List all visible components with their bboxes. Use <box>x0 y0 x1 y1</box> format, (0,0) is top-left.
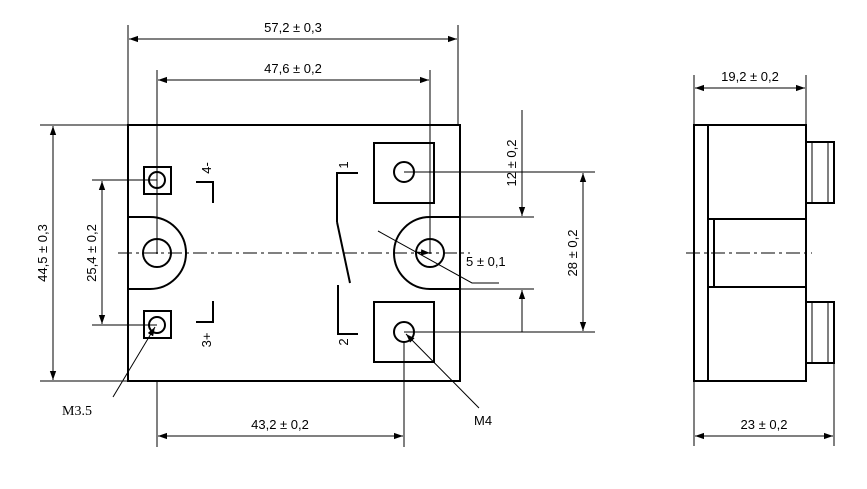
switch-contact-bottom <box>337 285 358 335</box>
left-mounting-slot <box>129 216 187 290</box>
dim-hole-radius: 5 ± 0,1 <box>466 254 506 269</box>
terminal-1-pad <box>373 142 435 204</box>
dim-hole-spacing: 47,6 ± 0,2 <box>264 61 322 76</box>
dim-terminal-pitch: 28 ± 0,2 <box>565 230 580 277</box>
dim-overall-width: 57,2 ± 0,3 <box>264 20 322 35</box>
front-view: 4- 3+ 1 2 57,2 ± 0,3 47,6 ± 0,2 43,2 ± 0… <box>35 20 595 447</box>
terminal-2-label: 2 <box>336 338 351 345</box>
callout-m4: M4 <box>474 413 492 428</box>
radius-leader <box>377 230 499 284</box>
right-mounting-slot <box>393 216 459 290</box>
dim-terminal-offset: 12 ± 0,2 <box>504 140 519 187</box>
terminal-4-label: 4- <box>199 162 214 174</box>
dim-side-top: 19,2 ± 0,2 <box>721 69 779 84</box>
switch-blade <box>336 221 351 284</box>
dim-overall-height: 44,5 ± 0,3 <box>35 224 50 282</box>
m4-leader <box>405 333 480 409</box>
dim-control-pitch: 25,4 ± 0,2 <box>84 224 99 282</box>
switch-contact-top <box>336 172 358 222</box>
side-terminal-bottom <box>805 301 835 364</box>
side-terminal-top <box>805 141 835 204</box>
dim-side-depth: 23 ± 0,2 <box>741 417 788 432</box>
callout-m35: M3.5 <box>62 404 92 419</box>
dim-bottom-span: 43,2 ± 0,2 <box>251 417 309 432</box>
terminal-1-label: 1 <box>336 161 351 168</box>
terminal-3-bracket <box>196 301 214 323</box>
terminal-3-label: 3+ <box>199 333 214 348</box>
m35-leader <box>112 326 156 398</box>
side-view: 19,2 ± 0,2 23 ± 0,2 <box>686 69 835 446</box>
terminal-4-bracket <box>196 181 214 203</box>
